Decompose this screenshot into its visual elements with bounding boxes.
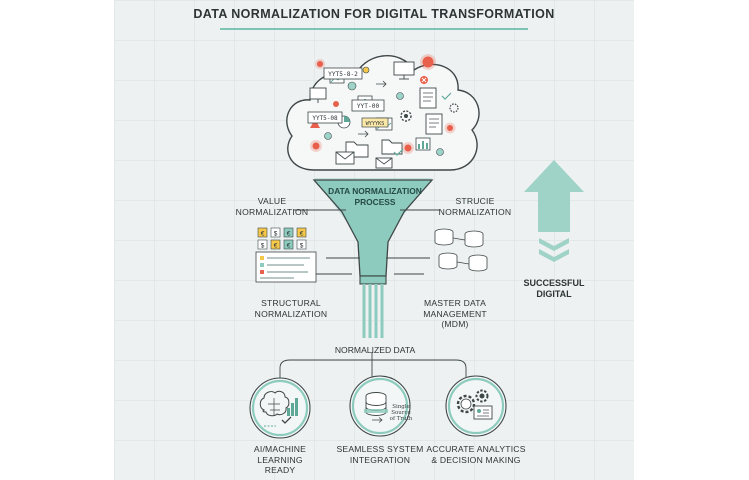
master-data-management-label: MASTER DATA MANAGEMENT (MDM)	[414, 298, 496, 330]
brain-icon	[259, 390, 290, 417]
label-line: STRUCIE	[455, 196, 495, 206]
strucie-normalization-label: STRUCIE NORMALIZATION	[434, 196, 516, 217]
label-line: NORMALIZATION	[438, 206, 512, 217]
cloud-small-icon	[396, 92, 404, 100]
label-line: ACCURATE ANALYTICS	[426, 444, 526, 454]
output-circle-ai	[249, 377, 311, 439]
currency-symbol: €	[274, 242, 278, 249]
output-label-ai: AI/MACHINE LEARNING READY	[230, 444, 330, 476]
bulb-icon	[362, 66, 370, 74]
arrow-icon	[358, 130, 369, 138]
alert-icon	[310, 140, 322, 152]
check-icon	[441, 92, 452, 100]
currency-symbol: $	[300, 242, 304, 249]
funnel	[312, 178, 434, 338]
single-source-text: Single Source of Truth	[384, 404, 418, 423]
warning-icon	[310, 119, 320, 128]
currency-symbol: $	[261, 242, 265, 249]
check-icon	[393, 148, 404, 156]
check-icon	[281, 416, 292, 424]
cloud-small-icon	[436, 148, 444, 156]
currency-symbol: $	[274, 230, 278, 237]
gear-icon	[456, 394, 476, 414]
label-line: AI/MACHINE	[253, 444, 307, 454]
alert-icon	[444, 122, 456, 134]
label-line: NORMALIZATION	[254, 308, 328, 319]
output-circle-analytics	[445, 375, 507, 437]
currency-symbol: €	[287, 230, 291, 237]
output-circle-integration	[349, 375, 411, 437]
inner-line: Single Source	[391, 404, 411, 417]
alert-icon	[333, 101, 339, 107]
output-label-integration: SEAMLESS SYSTEM INTEGRATION	[326, 444, 434, 465]
label-line: VALUE	[257, 196, 287, 206]
folder-icon	[381, 139, 403, 155]
label-line: (MDM)	[441, 319, 469, 329]
cloud-small-icon	[347, 81, 357, 91]
gear-icon	[475, 389, 489, 403]
alert-icon	[402, 142, 414, 154]
document-icon	[425, 113, 443, 135]
cloud-tag-text: YYT5-8-2	[328, 71, 358, 78]
value-normalization-label: VALUE NORMALIZATION	[232, 196, 312, 217]
funnel-label: DATA NORMALIZATION PROCESS	[320, 186, 430, 207]
cloud-small-icon	[324, 132, 332, 140]
cloud-tags: YYT5-8-2 YYT-00 YYT5-08 WYYYKS	[307, 67, 389, 128]
normalized-data-label: NORMALIZED DATA	[334, 345, 416, 355]
label-line: SUCCESSFUL	[523, 278, 585, 288]
form-panel	[255, 251, 317, 283]
chart-icon	[415, 137, 431, 151]
id-card-icon	[473, 405, 493, 420]
close-icon	[420, 76, 428, 84]
label-line: MASTER DATA	[423, 298, 487, 308]
alert-icon	[420, 54, 436, 70]
currency-grid: € $ € € $ € € $	[257, 227, 307, 249]
inner-line: of Truth	[389, 416, 413, 423]
label-line: DIGITAL	[536, 289, 572, 299]
currency-symbol: €	[261, 230, 265, 237]
bar-chart-icon	[287, 398, 298, 416]
page-title: DATA NORMALIZATION FOR DIGITAL TRANSFORM…	[193, 7, 555, 21]
cloud-tag-text: YYT-00	[357, 103, 380, 110]
email-icon	[375, 157, 393, 169]
email-icon	[335, 151, 355, 165]
label-line: NORMALIZATION	[235, 206, 309, 217]
output-label-analytics: ACCURATE ANALYTICS & DECISION MAKING	[420, 444, 532, 465]
gear-icon	[449, 103, 459, 113]
title-underline	[220, 28, 528, 30]
label-line: READY	[264, 465, 296, 475]
funnel-label-line: DATA NORMALIZATION	[328, 186, 422, 196]
successful-digital-label: SUCCESSFUL DIGITAL	[508, 278, 600, 300]
cloud-tag-text: WYYYKS	[366, 121, 385, 127]
label-line: SEAMLESS SYSTEM	[336, 444, 424, 454]
diagram-graphics: YYT5-8-2 YYT-00 YYT5-08 WYYYKS	[249, 54, 584, 439]
cloud-tag-text: YYT5-08	[312, 115, 338, 122]
up-arrow-icon	[524, 160, 584, 262]
monitor-icon	[393, 61, 415, 80]
gear-icon	[400, 110, 412, 122]
label-line: MANAGEMENT	[423, 308, 487, 319]
arrow-icon	[376, 80, 387, 88]
diagram-canvas: DATA NORMALIZATION FOR DIGITAL TRANSFORM…	[114, 0, 634, 480]
structural-normalization-label: STRUCTURAL NORMALIZATION	[248, 298, 334, 319]
label-line: STRUCTURAL	[261, 298, 321, 308]
funnel-label-line: PROCESS	[354, 196, 396, 207]
label-line: LEARNING	[257, 454, 303, 465]
document-icon	[419, 87, 437, 109]
data-cloud	[286, 55, 480, 171]
alert-icon	[315, 59, 325, 69]
database-stack-icon	[434, 228, 488, 272]
label-line: INTEGRATION	[349, 454, 411, 465]
currency-symbol: €	[300, 230, 304, 237]
monitor-icon	[309, 87, 327, 103]
label-line: & DECISION MAKING	[431, 454, 521, 465]
currency-symbol: €	[287, 242, 291, 249]
output-streams	[362, 284, 384, 338]
